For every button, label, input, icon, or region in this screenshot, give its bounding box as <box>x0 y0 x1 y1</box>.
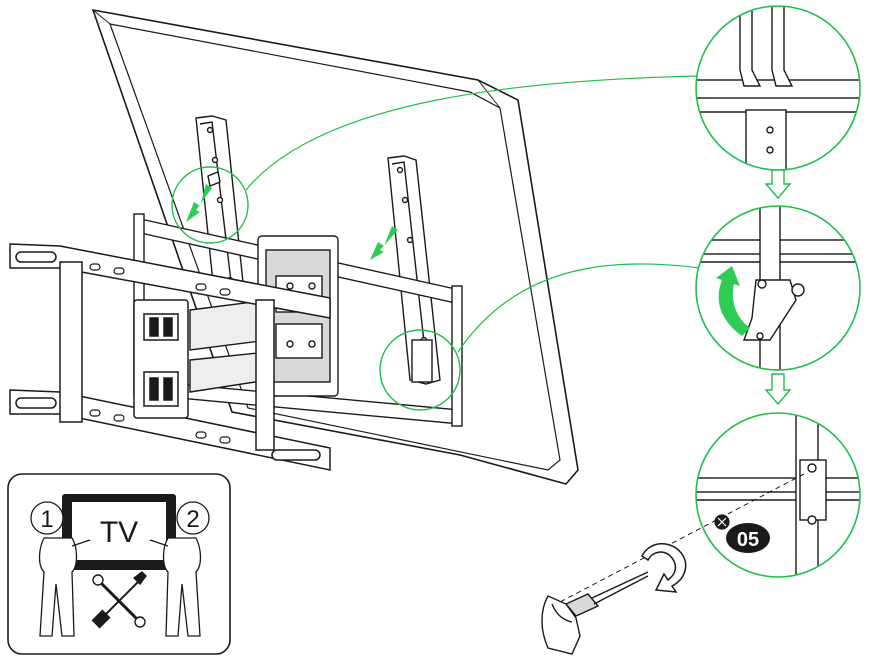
detail-circle-2 <box>695 205 861 371</box>
tv-label: TV <box>100 516 138 549</box>
screw-icon <box>714 514 730 530</box>
detail-circle-3 <box>695 412 861 578</box>
insertion-arrows <box>186 184 398 260</box>
highlight-circle-top <box>171 166 249 244</box>
wall-plate-slots <box>89 263 231 444</box>
step-arrow-1 <box>764 169 792 200</box>
detail-circle-1 <box>695 5 861 171</box>
clockwise-rotate-icon <box>641 543 687 593</box>
callout-connector-lines <box>245 75 701 353</box>
person-right-icon <box>149 501 210 637</box>
tv-screen-icon <box>62 494 176 570</box>
green-arrow-right <box>370 226 398 260</box>
screw-path <box>559 473 805 603</box>
wall-plate <box>9 243 331 471</box>
highlight-circle-bottom <box>379 329 461 411</box>
two-person-lift-inset: TV 1 2 <box>7 473 231 655</box>
rotate-up-arrow-icon <box>716 266 750 336</box>
person-right-number: 2 <box>186 506 199 533</box>
part-badge-05: 05 <box>726 523 770 553</box>
part-number-label: 05 <box>737 529 759 551</box>
green-arrow-left <box>186 184 212 222</box>
person-left-icon <box>30 501 91 637</box>
step-arrow-2 <box>764 373 792 406</box>
screwdriver-hand-icon <box>541 571 649 655</box>
tools-icon <box>91 571 147 629</box>
person-left-number: 1 <box>40 506 53 533</box>
